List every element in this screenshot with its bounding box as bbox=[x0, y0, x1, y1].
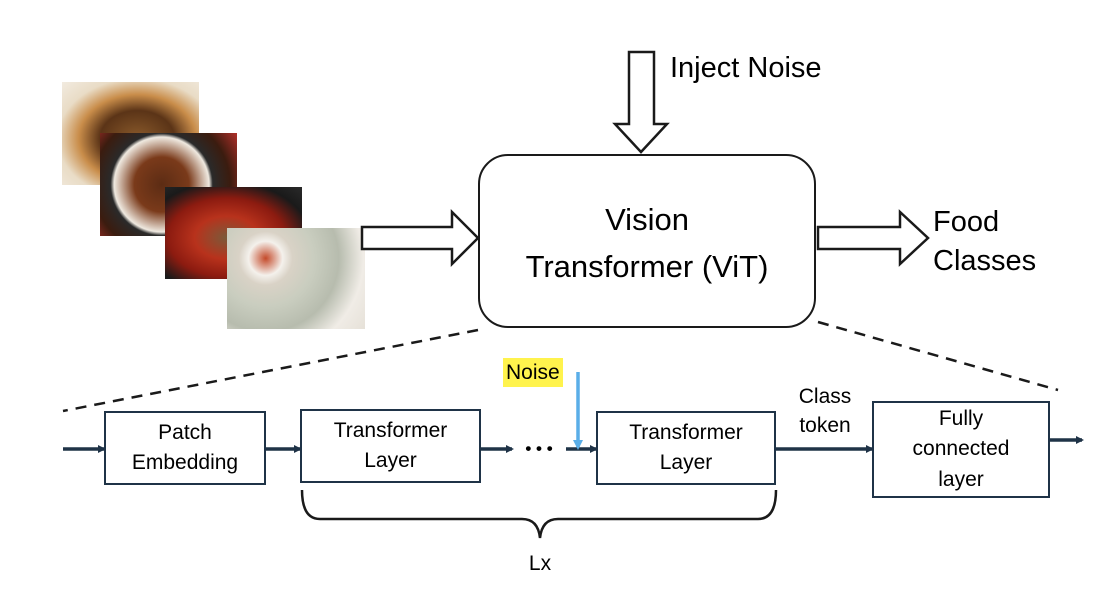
transformer-layer-2-line1: Transformer bbox=[629, 420, 743, 444]
patch-embedding-line1: Patch bbox=[158, 420, 212, 444]
transformer-layer-2-line2: Layer bbox=[659, 451, 713, 474]
fully-connected-line2: connected bbox=[912, 437, 1010, 461]
repeat-count-label: Lx bbox=[528, 552, 552, 575]
patch-embedding-line2: Embedding bbox=[131, 451, 239, 474]
transformer-layer-1-line1: Transformer bbox=[333, 418, 448, 442]
transformer-layer-1-line2: Layer bbox=[364, 449, 417, 472]
input-to-vit-arrow bbox=[360, 208, 480, 268]
class-token-line2: token bbox=[799, 414, 851, 438]
layers-ellipsis: • • • bbox=[525, 439, 553, 458]
transformer-layer-box-1: Transformer Layer bbox=[300, 409, 481, 483]
vit-title-line2: Transformer (ViT) bbox=[525, 249, 769, 284]
vit-model-box: Vision Transformer (ViT) bbox=[478, 154, 816, 328]
inject-noise-label: Inject Noise bbox=[670, 52, 822, 84]
repeat-brace bbox=[300, 489, 778, 539]
vit-title-line1: Vision bbox=[605, 202, 689, 237]
vit-to-output-arrow bbox=[816, 209, 930, 267]
class-token-label: Class token bbox=[786, 382, 864, 441]
transformer-layer-box-2: Transformer Layer bbox=[596, 411, 776, 485]
patch-embedding-box: Patch Embedding bbox=[104, 411, 266, 485]
expansion-dashed-right bbox=[817, 320, 1059, 392]
output-label-line1: Food bbox=[933, 206, 1000, 238]
inject-noise-arrow bbox=[612, 50, 670, 154]
food-photo-dumplings bbox=[227, 228, 365, 329]
fully-connected-box: Fully connected layer bbox=[872, 401, 1050, 498]
output-label-line2: Classes bbox=[933, 245, 1037, 277]
fully-connected-line3: layer bbox=[938, 467, 984, 491]
noise-label: Noise bbox=[503, 358, 563, 387]
class-token-line1: Class bbox=[798, 385, 852, 408]
expansion-dashed-left bbox=[62, 328, 479, 413]
fully-connected-line1: Fully bbox=[938, 406, 984, 430]
